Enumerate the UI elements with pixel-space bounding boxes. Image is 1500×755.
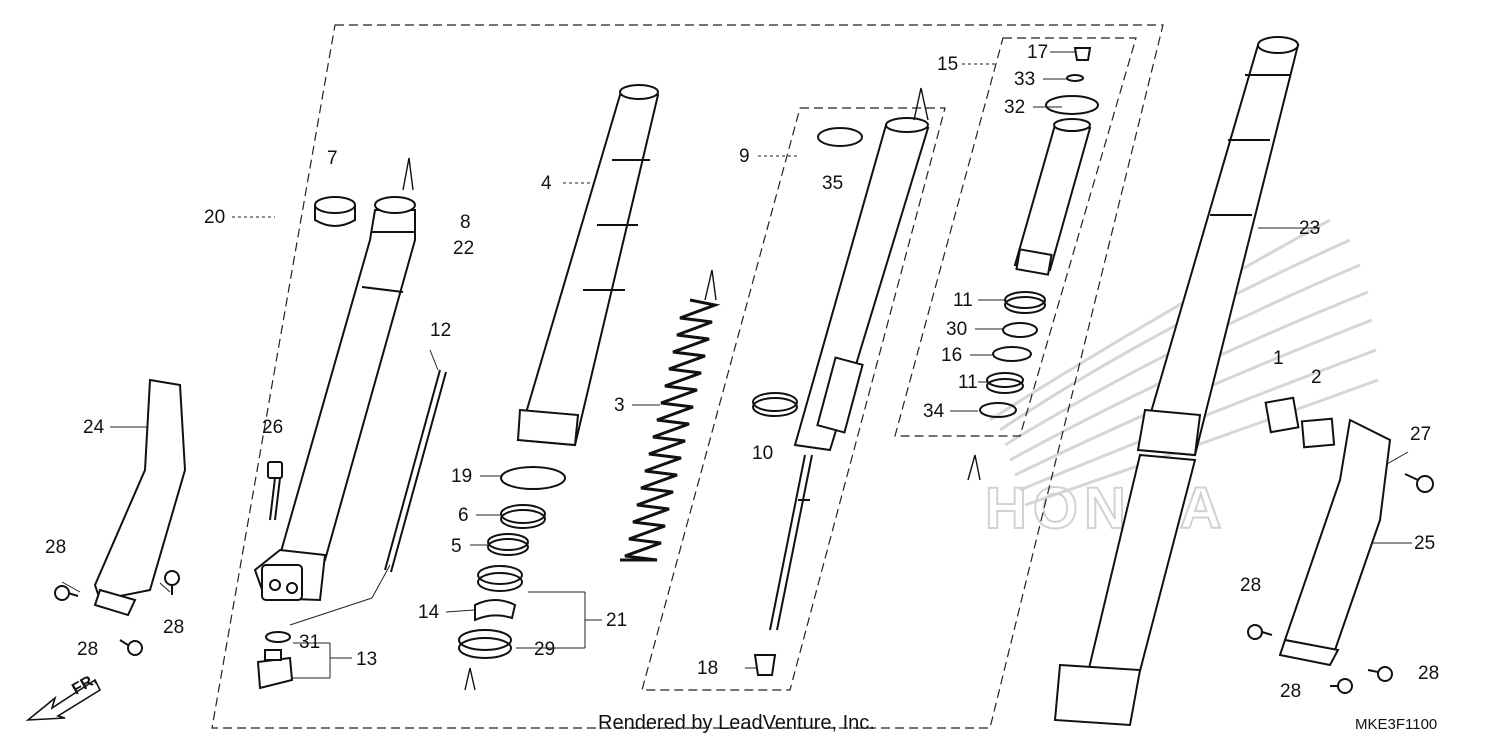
callout-7: 7: [327, 148, 338, 169]
callout-34: 34: [923, 401, 945, 422]
part-20-outer-tube: [253, 196, 416, 602]
outline-assembly-9: [641, 107, 946, 691]
callout-30: 30: [946, 319, 968, 340]
part-29-dust-seal: [458, 629, 512, 659]
part-24-fork-guard: [93, 378, 187, 617]
callout-8: 8: [460, 212, 471, 233]
callout-28e: 28: [1418, 663, 1440, 684]
callout-24: 24: [83, 417, 105, 438]
callout-25: 25: [1414, 533, 1436, 554]
callout-11b: 11: [958, 372, 978, 393]
outline-assembly-15: [894, 37, 1137, 437]
part-4-inner-tube: [516, 84, 660, 447]
callout-12: 12: [430, 320, 452, 341]
part-31-washer: [265, 631, 291, 643]
callout-20: 20: [204, 207, 226, 228]
part-15-valve-assembly: [1013, 118, 1092, 276]
callout-28f: 28: [1280, 681, 1302, 702]
callout-10: 10: [752, 443, 774, 464]
honda-wordmark-watermark: HONDA: [985, 476, 1228, 541]
part-25-fork-guard: [1278, 418, 1392, 667]
part-32-oring: [1045, 95, 1099, 115]
part-12-rod: [384, 369, 447, 573]
outline-assembly-20: [211, 24, 1164, 729]
part-28-bolts-right: [1247, 473, 1434, 694]
callout-33: 33: [1014, 69, 1036, 90]
callout-4: 4: [541, 173, 552, 194]
part-18-guide: [753, 654, 777, 676]
part-5-ring: [487, 533, 529, 556]
part-19-ring: [500, 466, 566, 490]
callout-32: 32: [1004, 97, 1026, 118]
callout-18: 18: [697, 658, 719, 679]
part-21-seal: [477, 565, 523, 592]
part-6-ring: [500, 504, 546, 529]
callout-14: 14: [418, 602, 440, 623]
callout-16: 16: [941, 345, 963, 366]
callout-21: 21: [606, 610, 628, 631]
callout-23: 23: [1299, 218, 1321, 239]
callout-3: 3: [614, 395, 625, 416]
part-33-washer: [1066, 74, 1084, 82]
callout-2: 2: [1311, 367, 1322, 388]
callout-1: 1: [1273, 348, 1284, 369]
callout-28c: 28: [77, 639, 99, 660]
callout-29: 29: [534, 639, 556, 660]
part-28-bolts-left: [54, 570, 180, 656]
part-10-ring: [752, 392, 798, 417]
callout-28a: 28: [45, 537, 67, 558]
callout-27: 27: [1410, 424, 1432, 445]
part-7-ring: [314, 196, 356, 227]
callout-9: 9: [739, 146, 750, 167]
callout-6: 6: [458, 505, 469, 526]
callout-26: 26: [262, 417, 284, 438]
callout-19: 19: [451, 466, 473, 487]
callout-5: 5: [451, 536, 462, 557]
part-13-bolt: [256, 649, 294, 690]
part-3-spring: [620, 298, 721, 562]
callout-28d: 28: [1240, 575, 1262, 596]
callout-35: 35: [822, 173, 844, 194]
part-9-damper-cartridge: [769, 117, 930, 631]
front-direction-arrow-icon: [25, 678, 102, 721]
part-23-fork-leg: [1053, 36, 1300, 727]
part-1-block: [1264, 396, 1300, 434]
break-marks: [402, 87, 981, 691]
callout-13: 13: [356, 649, 378, 670]
part-26-bolt: [267, 461, 283, 521]
part-14-clip: [474, 599, 517, 622]
footer-credit: Rendered by LeadVenture, Inc.: [598, 712, 875, 734]
assembly-outlines: [211, 24, 1164, 729]
diagram-code: MKE3F1100: [1355, 716, 1438, 733]
callout-11a: 11: [953, 290, 973, 311]
part-17-bolt: [1073, 47, 1092, 61]
part-2-block: [1300, 417, 1336, 449]
callout-28b: 28: [163, 617, 185, 638]
callout-22: 22: [453, 238, 475, 259]
part-valve-shims: [979, 291, 1046, 418]
part-35-ring: [817, 127, 863, 147]
callout-31: 31: [299, 632, 321, 653]
callout-15: 15: [937, 54, 959, 75]
callout-17: 17: [1027, 42, 1049, 63]
